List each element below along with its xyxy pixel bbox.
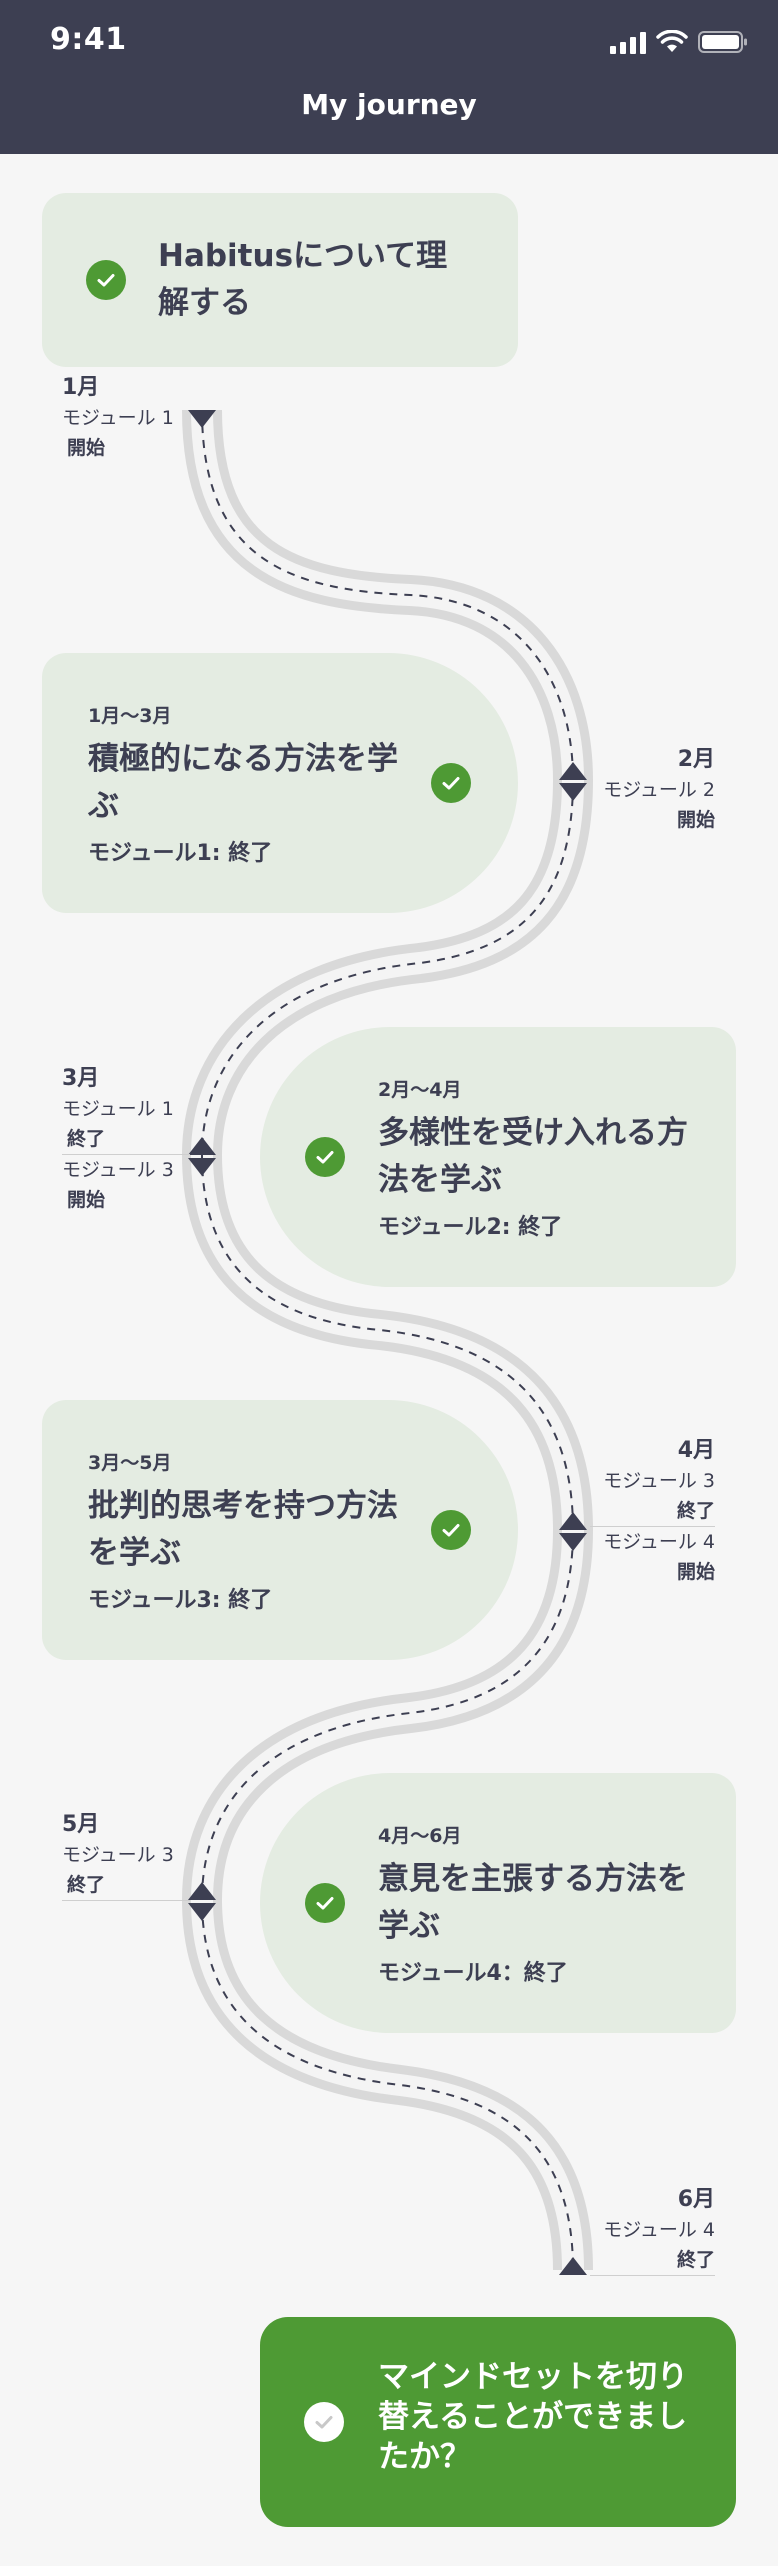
journey-card-module-1[interactable]: 1月～3月 積極的になる方法を学ぶ モジュール1: 終了 xyxy=(42,653,518,913)
check-icon xyxy=(305,1137,345,1177)
card-title: 多様性を受け入れる方法を学ぶ xyxy=(378,1115,688,1198)
journey-card-module-3[interactable]: 3月～5月 批判的思考を持つ方法を学ぶ モジュール3: 終了 xyxy=(42,1400,518,1660)
milestone-month: 1月 xyxy=(62,375,100,400)
milestone-module: モジュール 4 xyxy=(603,1531,715,1553)
milestone-entry: モジュール 4 開始 xyxy=(590,1527,715,1587)
milestone-entry: モジュール 3 開始 xyxy=(62,1155,190,1215)
milestone-entry: モジュール 3 終了 xyxy=(590,1466,715,1527)
milestone-module: モジュール 3 xyxy=(603,1470,715,1492)
milestone-april: 4月 モジュール 3 終了 モジュール 4 開始 xyxy=(590,1436,715,1587)
check-icon xyxy=(305,1883,345,1923)
milestone-entry: モジュール 4 終了 xyxy=(590,2215,715,2276)
card-date-range: 3月～5月 xyxy=(88,1452,172,1474)
milestone-month: 2月 xyxy=(677,747,715,772)
milestone-june: 6月 モジュール 4 終了 xyxy=(590,2185,715,2276)
card-module-status: モジュール4：終了 xyxy=(378,1961,568,1986)
milestone-status: 終了 xyxy=(67,1128,106,1150)
journey-card-module-4[interactable]: 4月～6月 意見を主張する方法を学ぶ モジュール4：終了 xyxy=(260,1773,736,2033)
milestone-module: モジュール 3 xyxy=(62,1844,174,1866)
card-module-status: モジュール1: 終了 xyxy=(88,841,273,866)
milestone-month: 3月 xyxy=(62,1066,100,1091)
card-title: Habitusについて理解する xyxy=(158,238,448,321)
milestone-module: モジュール 2 xyxy=(603,779,715,801)
card-module-status: モジュール2: 終了 xyxy=(378,1215,563,1240)
milestone-module: モジュール 1 xyxy=(62,1098,174,1120)
check-icon xyxy=(431,763,471,803)
diamond-marker-icon xyxy=(559,762,587,801)
status-icons xyxy=(610,30,748,54)
milestone-status: 終了 xyxy=(676,1500,715,1522)
milestone-status: 開始 xyxy=(67,1189,106,1211)
milestone-module: モジュール 3 xyxy=(62,1159,174,1181)
cta-label: マインドセットを切り替えることができましたか？ xyxy=(378,2359,688,2475)
milestone-january: 1月 モジュール 1 開始 xyxy=(62,373,190,463)
card-title: 批判的思考を持つ方法を学ぶ xyxy=(88,1488,398,1571)
card-date-range: 4月～6月 xyxy=(378,1825,462,1847)
card-date-range: 1月～3月 xyxy=(88,705,172,727)
milestone-month: 6月 xyxy=(677,2187,715,2212)
mindset-question-button[interactable]: マインドセットを切り替えることができましたか？ xyxy=(260,2317,736,2527)
milestone-module: モジュール 4 xyxy=(603,2219,715,2241)
check-icon xyxy=(304,2402,344,2442)
diamond-marker-icon xyxy=(559,1512,587,1551)
card-module-status: モジュール3: 終了 xyxy=(88,1588,273,1613)
milestone-status: 開始 xyxy=(676,1561,715,1583)
card-date-range: 2月～4月 xyxy=(378,1079,462,1101)
milestone-module: モジュール 1 xyxy=(62,407,174,429)
diamond-marker-icon xyxy=(188,410,216,428)
milestone-march: 3月 モジュール 1 終了 モジュール 3 開始 xyxy=(62,1064,190,1215)
card-title: 意見を主張する方法を学ぶ xyxy=(378,1861,688,1944)
milestone-february: 2月 モジュール 2 開始 xyxy=(590,745,715,835)
diamond-marker-icon xyxy=(188,1137,216,1176)
signal-icon xyxy=(610,32,646,54)
check-icon xyxy=(86,260,126,300)
milestone-may: 5月 モジュール 3 終了 xyxy=(62,1810,190,1901)
milestone-entry: モジュール 2 開始 xyxy=(590,775,715,835)
diamond-marker-icon xyxy=(188,1882,216,1921)
milestone-entry: モジュール 1 開始 xyxy=(62,403,190,463)
journey-card-intro[interactable]: Habitusについて理解する xyxy=(42,193,518,367)
milestone-status: 終了 xyxy=(67,1874,106,1896)
wifi-icon xyxy=(656,30,688,52)
app-header: 9:41 My journey xyxy=(0,0,778,154)
status-time: 9:41 xyxy=(50,22,127,57)
milestone-status: 開始 xyxy=(676,809,715,831)
diamond-marker-icon xyxy=(559,2257,587,2275)
card-title: 積極的になる方法を学ぶ xyxy=(88,741,398,824)
check-icon xyxy=(431,1510,471,1550)
milestone-status: 終了 xyxy=(676,2249,715,2271)
milestone-entry: モジュール 3 終了 xyxy=(62,1840,190,1901)
milestone-month: 5月 xyxy=(62,1812,100,1837)
milestone-month: 4月 xyxy=(677,1438,715,1463)
milestone-status: 開始 xyxy=(67,437,106,459)
battery-icon xyxy=(698,31,747,53)
page-title: My journey xyxy=(301,88,477,121)
milestone-entry: モジュール 1 終了 xyxy=(62,1094,190,1155)
journey-card-module-2[interactable]: 2月～4月 多様性を受け入れる方法を学ぶ モジュール2: 終了 xyxy=(260,1027,736,1287)
